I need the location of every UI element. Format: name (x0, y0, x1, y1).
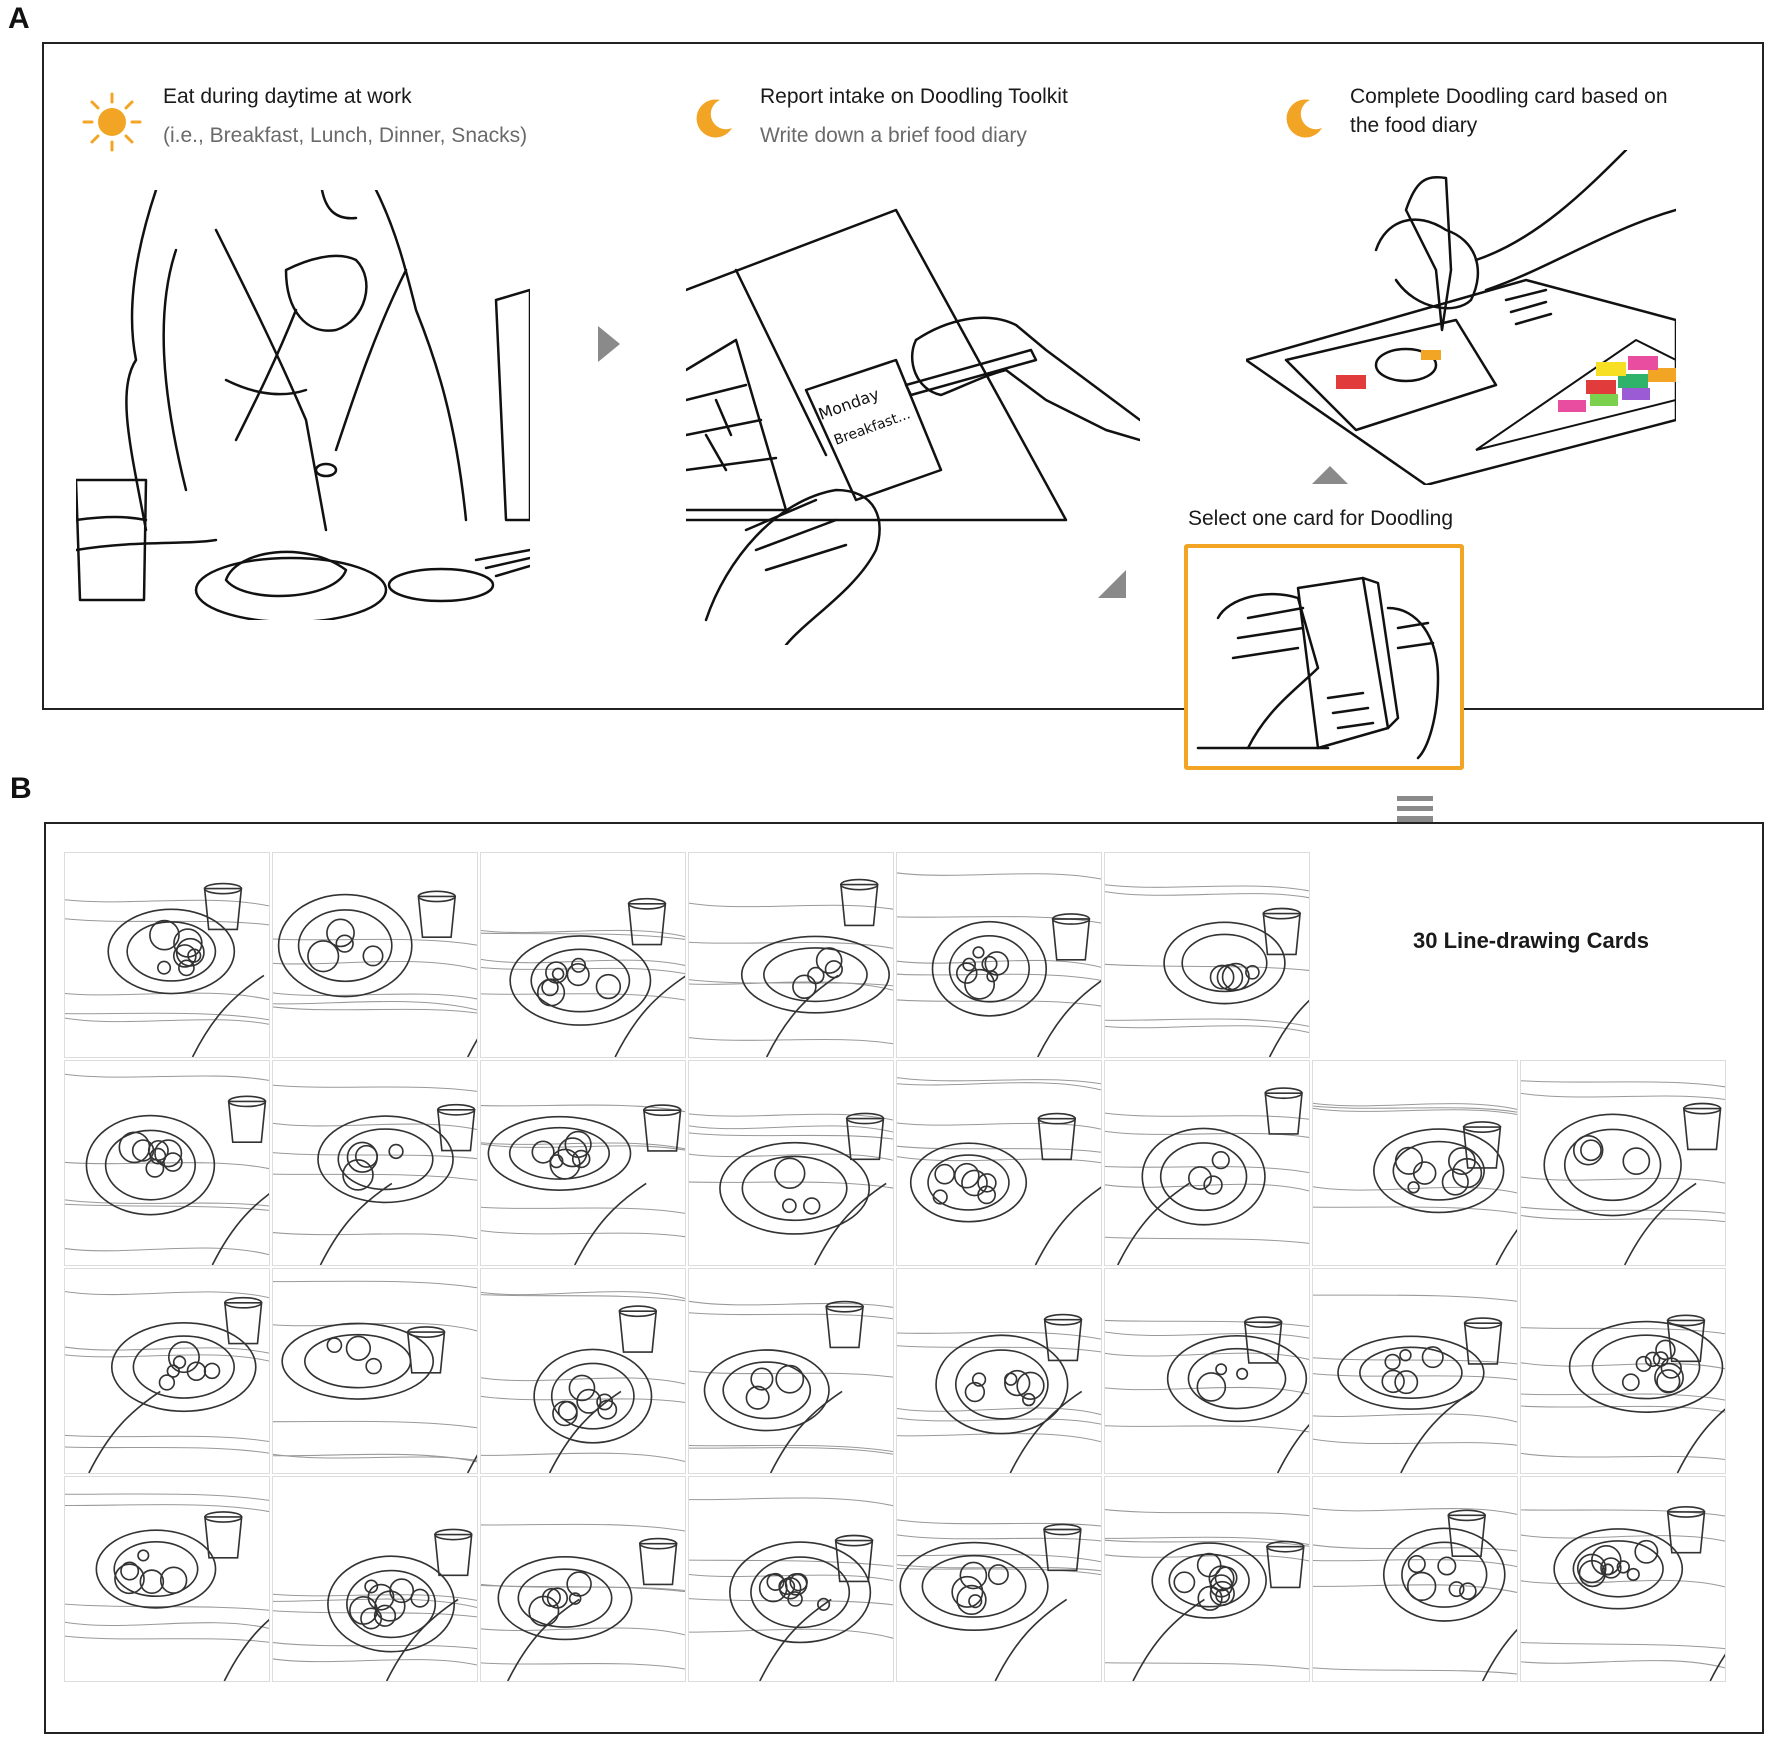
line-drawing-card[interactable] (1104, 1268, 1310, 1474)
line-drawing-card[interactable] (1104, 1060, 1310, 1266)
select-card-box (1184, 544, 1464, 770)
food-line-drawing (481, 1291, 685, 1473)
food-line-drawing (481, 897, 685, 1057)
line-drawing-card[interactable] (272, 1268, 478, 1474)
doodle-color-mark (1336, 375, 1366, 389)
step-3-title-line1: Complete Doodling card based on (1350, 85, 1668, 108)
line-drawing-card[interactable] (480, 1268, 686, 1474)
line-drawing-card[interactable] (896, 1476, 1102, 1682)
food-line-drawing (1105, 1509, 1309, 1681)
line-drawing-card[interactable] (1312, 1060, 1518, 1266)
cards-label: 30 Line-drawing Cards (1413, 928, 1649, 953)
line-drawing-card[interactable] (480, 1476, 686, 1682)
food-line-drawing (1105, 884, 1309, 1057)
food-line-drawing (689, 1497, 893, 1681)
food-line-drawing (273, 1084, 477, 1265)
food-line-drawing (481, 1104, 685, 1265)
line-drawing-card[interactable] (896, 852, 1102, 1058)
line-drawing-card[interactable] (272, 852, 478, 1058)
food-line-drawing (65, 1493, 269, 1681)
step-1-title: Eat during daytime at work (163, 85, 412, 108)
line-drawing-card[interactable] (64, 1476, 270, 1682)
illustration-selecting-card (1196, 576, 1440, 760)
food-line-drawing (689, 878, 893, 1057)
line-drawing-card[interactable] (896, 1060, 1102, 1266)
line-drawing-card[interactable] (1520, 1476, 1726, 1682)
food-line-drawing (1313, 1102, 1517, 1265)
food-line-drawing (481, 1523, 685, 1681)
moon-icon (1286, 99, 1322, 138)
arrow-right-icon (598, 326, 620, 362)
food-line-drawing (1521, 1314, 1725, 1473)
step-2-subtitle: Write down a brief food diary (760, 124, 1027, 147)
line-drawing-card[interactable] (1312, 1476, 1518, 1682)
food-line-drawing (65, 1290, 269, 1473)
food-line-drawing (897, 872, 1101, 1057)
doodle-color-mark (1421, 350, 1441, 360)
line-drawing-card[interactable] (1312, 1268, 1518, 1474)
food-line-drawing (1105, 1087, 1309, 1265)
food-line-drawing (1521, 1080, 1725, 1265)
line-drawing-card[interactable] (688, 1476, 894, 1682)
line-drawing-card[interactable] (1520, 1268, 1726, 1474)
line-drawing-card[interactable] (1104, 852, 1310, 1058)
step-1-subtitle: (i.e., Breakfast, Lunch, Dinner, Snacks) (163, 124, 528, 147)
line-drawing-card[interactable] (64, 852, 270, 1058)
card-grid (64, 852, 1736, 1692)
food-line-drawing (897, 1313, 1101, 1473)
food-line-drawing (1521, 1506, 1725, 1681)
panel-b-label: B (10, 772, 32, 805)
illustration-eating-at-work (76, 190, 530, 620)
food-line-drawing (1105, 1316, 1309, 1473)
line-drawing-card[interactable] (688, 1268, 894, 1474)
diary-note-line1: Monday (816, 384, 882, 423)
line-drawing-card[interactable] (272, 1476, 478, 1682)
line-drawing-card[interactable] (688, 1060, 894, 1266)
sun-icon (82, 92, 142, 152)
step-3-title-line2: the food diary (1350, 114, 1478, 137)
food-line-drawing (897, 1077, 1101, 1265)
food-line-drawing (65, 882, 269, 1057)
food-line-drawing (689, 1300, 893, 1473)
panel-a-label: A (8, 2, 30, 35)
line-drawing-card[interactable] (64, 1060, 270, 1266)
line-drawing-card[interactable] (480, 852, 686, 1058)
food-line-drawing (273, 1280, 477, 1473)
step-2-title: Report intake on Doodling Toolkit (760, 85, 1068, 108)
food-line-drawing (1313, 1507, 1517, 1681)
food-line-drawing (65, 1073, 269, 1265)
select-card-label: Select one card for Doodling (1188, 507, 1453, 530)
line-drawing-card[interactable] (272, 1060, 478, 1266)
food-line-drawing (689, 1112, 893, 1265)
line-drawing-card[interactable] (688, 852, 894, 1058)
moon-icon (696, 99, 732, 138)
food-line-drawing (273, 1528, 477, 1681)
illustration-doodling-card (1246, 150, 1676, 485)
food-line-drawing (897, 1519, 1101, 1681)
food-pyramid-colored (1475, 338, 1676, 451)
line-drawing-card[interactable] (64, 1268, 270, 1474)
arrow-up-icon (1312, 466, 1348, 484)
arrow-diagonal-icon (1098, 570, 1126, 598)
food-line-drawing (1313, 1294, 1517, 1473)
line-drawing-card[interactable] (480, 1060, 686, 1266)
food-line-drawing (273, 890, 477, 1057)
illustration-food-diary: Monday Breakfast... (686, 208, 1140, 645)
line-drawing-card[interactable] (1104, 1476, 1310, 1682)
line-drawing-card[interactable] (896, 1268, 1102, 1474)
line-drawing-card[interactable] (1520, 1060, 1726, 1266)
